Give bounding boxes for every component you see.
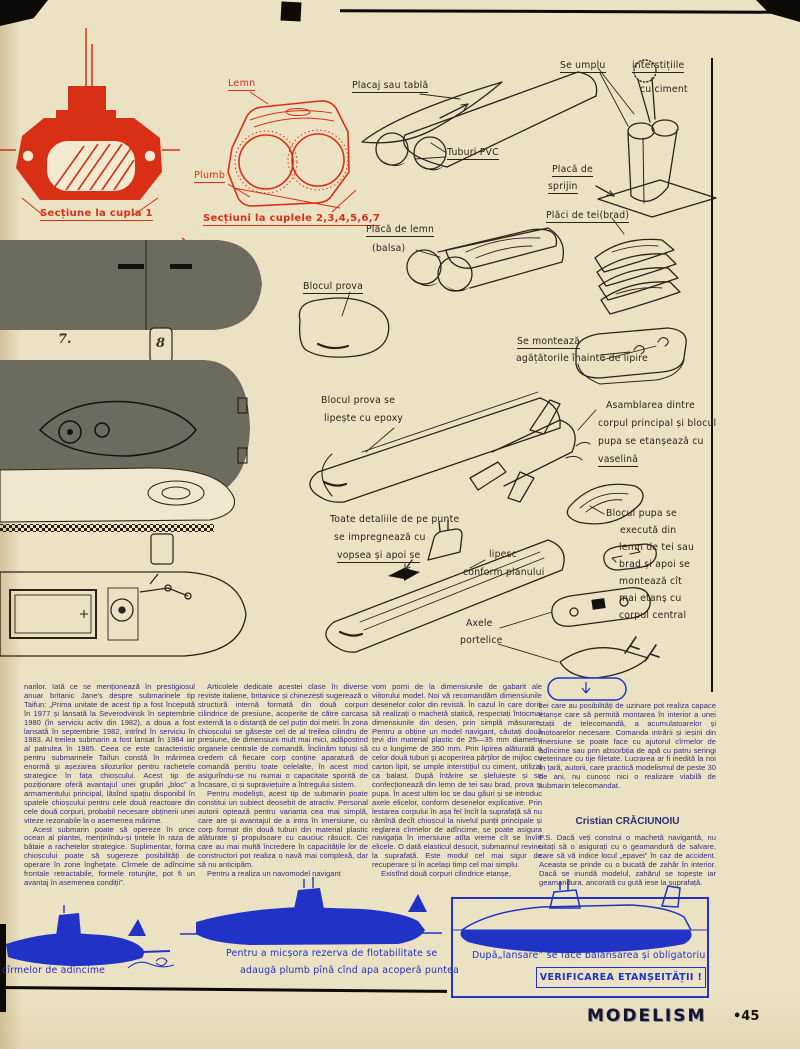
submarine-silhouette-middle: [196, 907, 425, 945]
label-punte-1: Toate detaliile de pe punte: [330, 514, 460, 525]
caption-ballast-1: Pentru a micșora rezerva de flotabilitat…: [226, 948, 438, 959]
stern-joint-drawing: [469, 399, 597, 503]
label-placa-lemn-1: Placă de lemn: [366, 224, 435, 237]
caption-depth-rudders: cîrmelor de adîncime: [2, 965, 106, 976]
label-axele-1: Axele: [466, 618, 493, 629]
label-tuburi-pvc: Tuburi PVC: [447, 147, 499, 160]
label-blocul-pupa-2: execută din: [620, 525, 677, 536]
wood-slab-drawing: [566, 483, 644, 525]
label-lemn: Lemn: [228, 78, 256, 91]
caption-section-cupla1: Secțiune la cupla 1: [40, 208, 153, 221]
tubes-and-sheet-drawing: [361, 71, 598, 171]
label-blocul-pupa-4: brad și apoi se: [619, 559, 691, 570]
label-blocul-pupa-7: corpul central: [619, 610, 687, 621]
label-lipesc-2: conform planului: [463, 567, 545, 578]
submarine-plan-drawings: [0, 240, 262, 657]
rounded-callout: [547, 677, 627, 701]
label-cu-ciment: cu ciment: [640, 84, 688, 95]
label-asamblare-3: pupa se etanșează cu: [598, 436, 704, 447]
article-column-4: cei care au posibilități de uzinare pot …: [539, 701, 716, 812]
article-paragraph: Existînd două corpuri cilindrice etanșe,: [381, 869, 512, 879]
label-monteaza-1: Se montează: [517, 336, 581, 349]
label-epoxy-1: Blocul prova se: [321, 395, 396, 406]
article-column-2: Articolele dedicate acestei clase în div…: [198, 682, 368, 922]
tubes-with-board-drawing: [406, 227, 565, 292]
article-paragraph: Acest submarin poate să opereze în orice…: [24, 824, 195, 887]
label-placa-sprijin-1: Placă de: [552, 164, 593, 177]
column-rule-right: [711, 58, 713, 692]
article-paragraph: narilor. Iată ce se menționează în prest…: [24, 682, 195, 825]
propeller-shaft-drawing: [497, 543, 660, 679]
label-monteaza-2: agățătorile înainte de lipire: [516, 353, 648, 364]
article-paragraph: cei care au posibilități de uzinare pot …: [539, 701, 716, 791]
label-epoxy-2: lipește cu epoxy: [324, 413, 404, 424]
label-punte-2: se impregnează cu: [334, 532, 426, 543]
label-placa-lemn-2: (balsa): [372, 243, 406, 254]
label-punte-3: vopsea și apoi se: [337, 550, 421, 563]
full-hull-sail-drawing: [325, 519, 565, 653]
label-interstitiile: interstițiile: [632, 60, 685, 73]
article-column-1: narilor. Iată ce se menționează în prest…: [24, 682, 195, 922]
label-placaj: Placaj sau tablă: [352, 80, 429, 93]
label-placi-tei: Plăci de tei(brad): [546, 210, 630, 223]
label-blocul-pupa-3: lemn de tei sau: [619, 542, 695, 553]
article-paragraph: Articolele dedicate acestei clase în div…: [198, 682, 368, 789]
figure-number-7: 7.: [58, 332, 72, 347]
caption-launch: După„lansare” se face balansarea și obli…: [472, 950, 706, 961]
scan-edge-bottom-left: [0, 924, 6, 1012]
label-blocul-pupa-5: montează cît: [619, 576, 682, 587]
launch-check-frame: [451, 897, 709, 998]
hull-bow-epoxy-drawing: [309, 391, 561, 503]
label-se-umplu: Se umplu: [560, 60, 606, 73]
label-lipesc-1: lipesc: [489, 549, 517, 560]
article-paragraph: vom porni de la dimensiunile de gabarit …: [372, 682, 542, 870]
label-blocul-pupa-1: Blocul pupa se: [606, 508, 677, 519]
label-axele-2: portelice: [460, 635, 503, 646]
hook-block-drawing: [575, 327, 687, 385]
label-placa-sprijin-2: sprijin: [548, 181, 578, 194]
label-asamblare-1: Asamblarea dintre: [606, 400, 695, 411]
watertightness-check-box: VERIFICAREA ETANȘEITĂȚII !: [536, 967, 706, 988]
postscript: P.S. Dacă veți construi o machetă naviga…: [539, 833, 716, 902]
board-stack-drawing: [594, 217, 681, 315]
red-section-cupla1-drawing: [0, 28, 180, 217]
caption-section-cuplele: Secțiuni la cuplele 2,3,4,5,6,7: [203, 213, 381, 226]
article-column-3: vom porni de la dimensiunile de gabarit …: [372, 682, 542, 908]
label-plumb: Plumb: [194, 170, 226, 183]
author-byline: Cristian CRĂCIUNOIU: [575, 816, 680, 827]
label-blocul-pupa-6: mai etanș cu: [619, 593, 682, 604]
article-paragraph: Pentru a realiza un navomodel navigant: [207, 869, 341, 879]
blue-submarine-silhouettes: [6, 677, 709, 969]
issue-number: •45: [733, 1009, 760, 1024]
figure-number-8: 8: [156, 336, 166, 351]
caption-ballast-2: adaugă plumb pînă cînd apa acoperă punte…: [240, 965, 460, 976]
bow-block-drawing: [298, 291, 390, 358]
cement-filling-drawing: [595, 59, 717, 218]
label-blocul-prova: Blocul prova: [303, 281, 363, 294]
label-asamblare-4: vaselină: [598, 454, 639, 467]
article-paragraph: Pentru modeliști, acest tip de submarin …: [198, 788, 368, 870]
signature-squiggle: [127, 957, 175, 969]
label-asamblare-2: corpul principal și blocul: [598, 418, 717, 429]
magazine-logo: MODELISM: [587, 1006, 707, 1026]
article-paragraph: P.S. Dacă veți construi o machetă naviga…: [539, 833, 716, 887]
submarine-silhouette-left: [6, 933, 144, 966]
